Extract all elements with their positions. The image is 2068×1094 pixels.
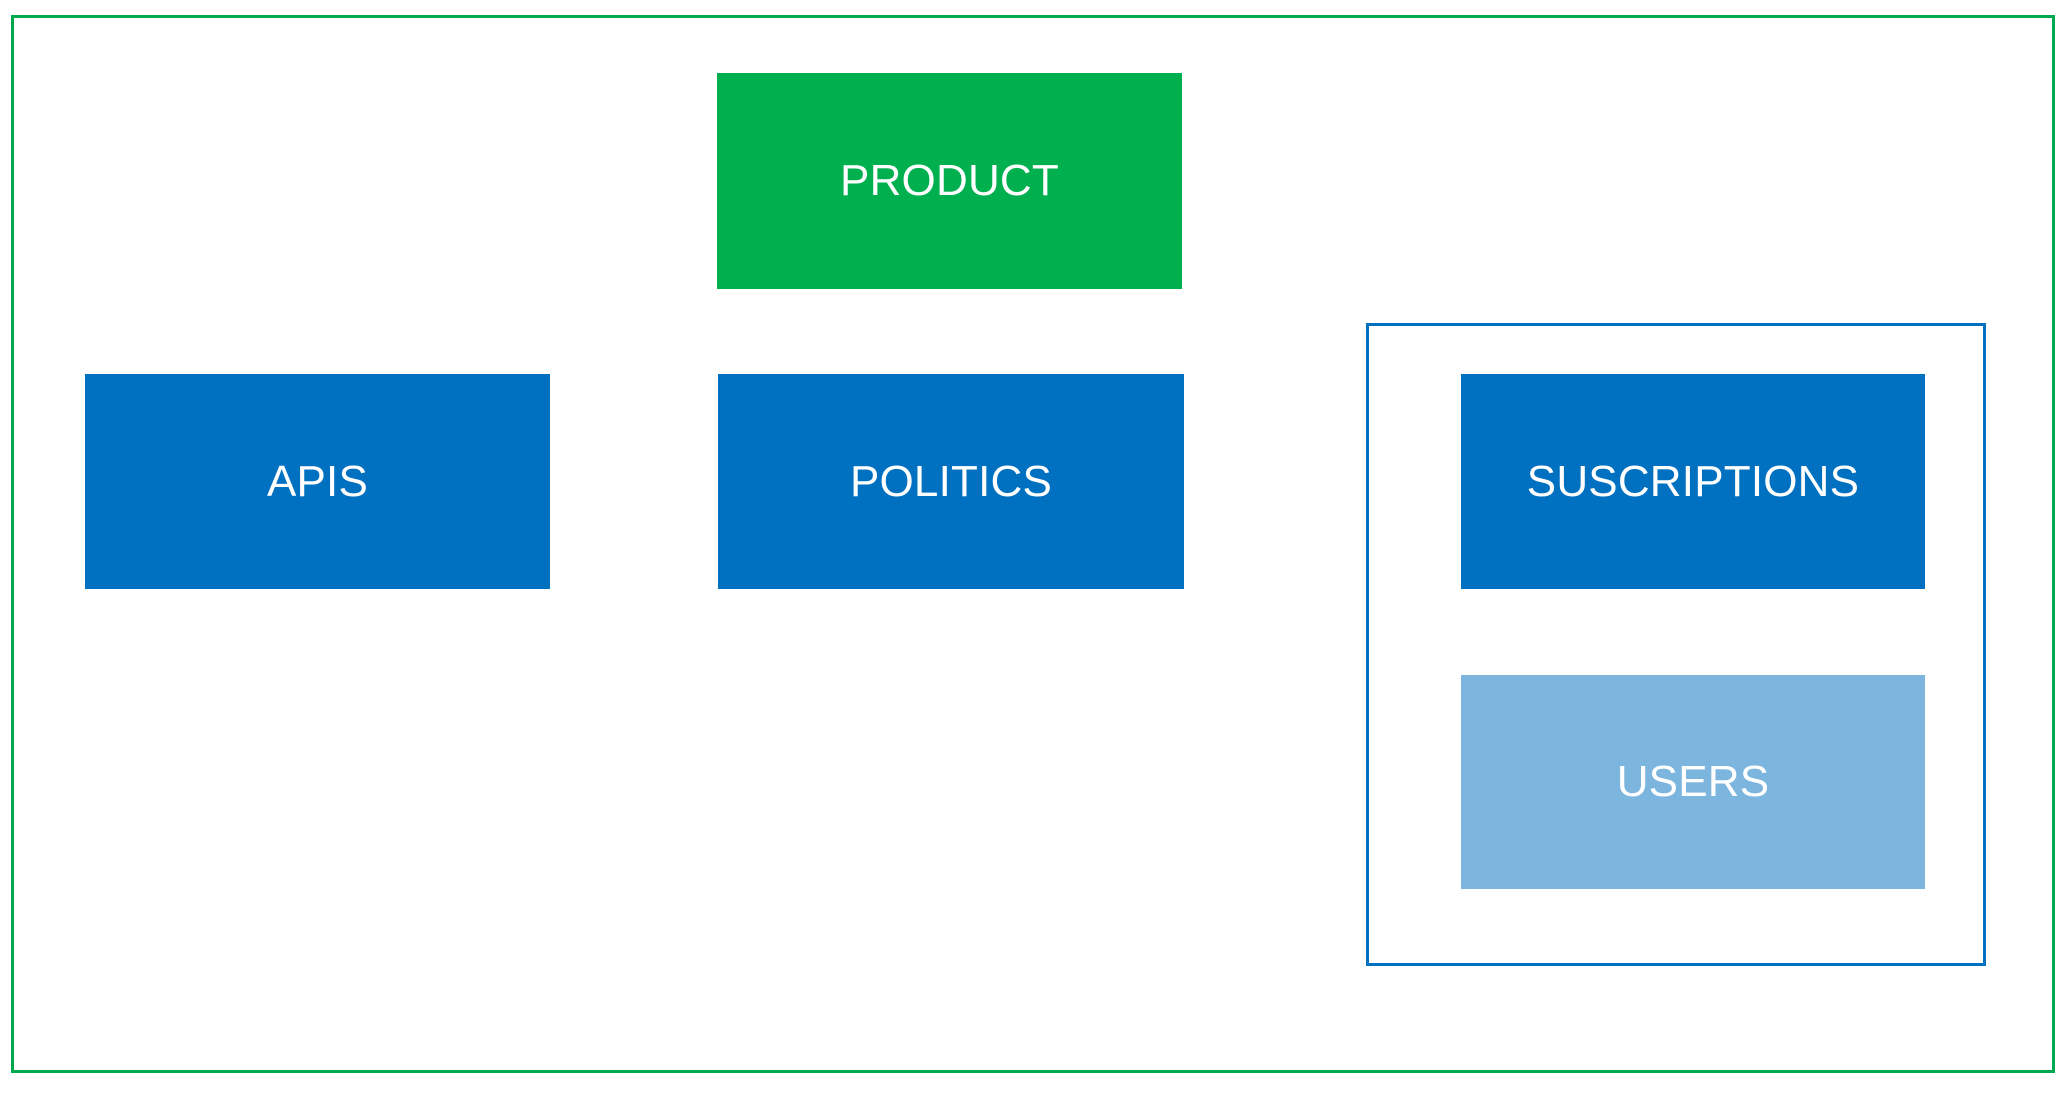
node-product-label: PRODUCT <box>840 156 1059 205</box>
node-users-label: USERS <box>1616 757 1770 806</box>
node-politics-label: POLITICS <box>849 456 1053 506</box>
node-product[interactable]: PRODUCT <box>717 73 1182 289</box>
subscriptions-users-group <box>1366 323 1986 966</box>
node-apis[interactable]: APIS <box>85 374 550 589</box>
node-suscriptions[interactable]: SUSCRIPTIONS <box>1461 374 1925 589</box>
outer-frame <box>11 15 2055 1073</box>
node-apis-label: APIS <box>266 456 369 506</box>
node-politics[interactable]: POLITICS <box>718 374 1184 589</box>
node-suscriptions-label: SUSCRIPTIONS <box>1526 456 1860 506</box>
node-users[interactable]: USERS <box>1461 675 1925 889</box>
